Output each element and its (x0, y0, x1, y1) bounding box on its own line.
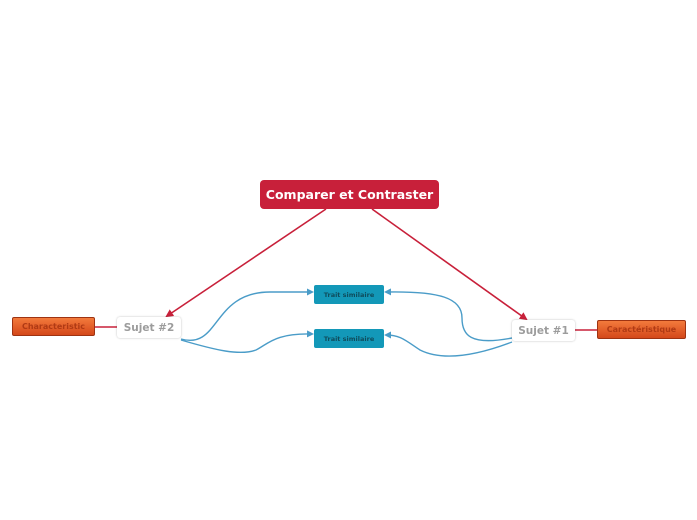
characteristic-label-right: Caractéristique (606, 325, 677, 334)
link-subject-2-to-trait-1 (180, 288, 314, 342)
central-topic-label: Comparer et Contraster (265, 187, 434, 202)
characteristic-label-left: Characteristic (21, 322, 86, 331)
characteristic-node-right[interactable]: Caractéristique (597, 320, 686, 339)
subject-2-node[interactable]: Sujet #2 (117, 317, 181, 338)
link-subject-1-to-trait-2 (384, 331, 513, 357)
link-central-to-subject-2 (165, 208, 327, 318)
similar-trait-label-2: Trait similaire (323, 334, 375, 343)
link-subject-1-to-trait-1 (384, 288, 513, 342)
similar-trait-node-1[interactable]: Trait similaire (314, 285, 384, 304)
similar-trait-node-2[interactable]: Trait similaire (314, 329, 384, 348)
central-topic[interactable]: Comparer et Contraster (260, 180, 439, 209)
characteristic-node-left[interactable]: Characteristic (12, 317, 95, 336)
link-central-to-subject-1 (371, 208, 528, 321)
subject-1-node[interactable]: Sujet #1 (512, 320, 575, 341)
subject-1-label: Sujet #1 (518, 324, 569, 337)
similar-trait-label-1: Trait similaire (323, 290, 375, 299)
link-subject-2-to-trait-2 (180, 330, 314, 354)
subject-2-label: Sujet #2 (123, 321, 175, 334)
